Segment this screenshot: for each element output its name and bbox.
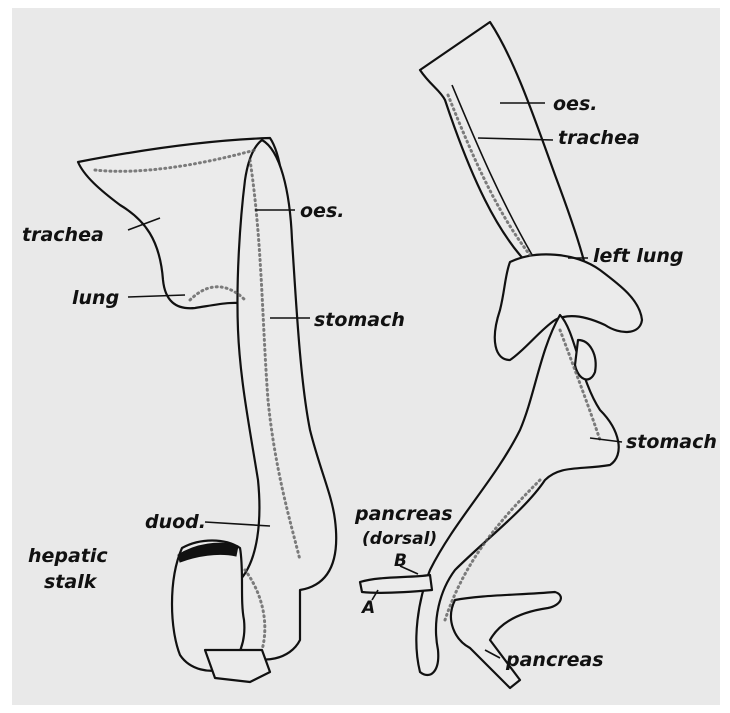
label-right-pancreas: pancreas — [505, 649, 604, 671]
label-right-B: B — [394, 551, 407, 571]
label-left-oes: oes. — [300, 200, 344, 222]
label-right-oes: oes. — [553, 93, 597, 115]
label-left-trachea: trachea — [22, 224, 104, 246]
label-right-trachea: trachea — [558, 127, 640, 149]
label-left-duod: duod. — [145, 511, 206, 533]
label-left-lung: lung — [72, 287, 119, 309]
label-right-A: A — [360, 598, 375, 618]
label-left-stalk: stalk — [44, 571, 98, 593]
label-pancreas-dorsal-sub: (dorsal) — [362, 529, 437, 549]
label-right-stomach: stomach — [626, 431, 717, 453]
label-left-hepatic: hepatic — [28, 545, 108, 567]
left-base-lobe — [205, 650, 270, 682]
label-pancreas-dorsal: pancreas — [354, 503, 453, 525]
label-left-stomach: stomach — [314, 309, 405, 331]
label-right-left-lung: left lung — [593, 245, 684, 267]
